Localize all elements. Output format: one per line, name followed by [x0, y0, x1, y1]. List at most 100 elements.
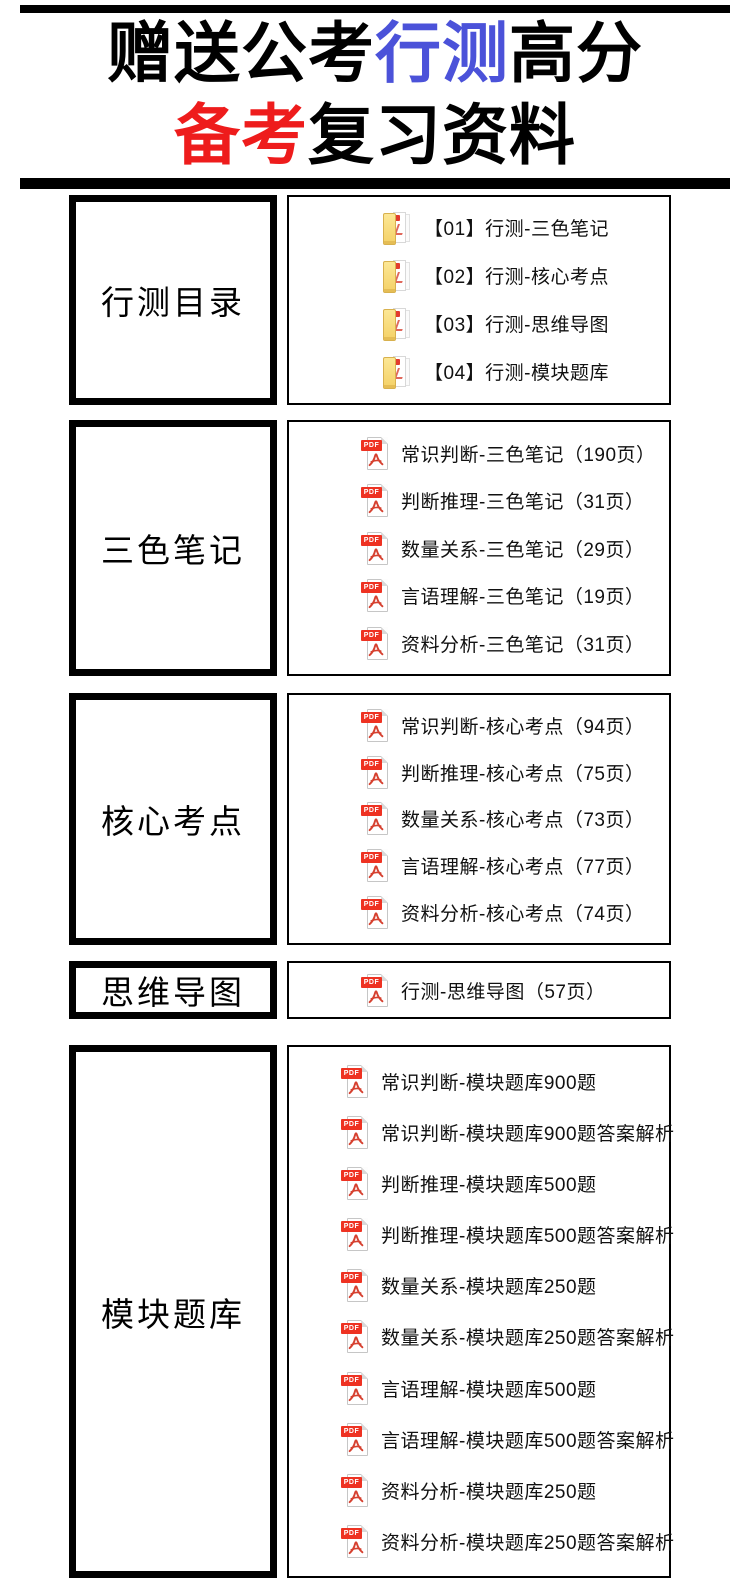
- pdf-badge: PDF: [341, 1374, 362, 1386]
- acrobat-glyph: [348, 1183, 364, 1197]
- acrobat-glyph: [348, 1387, 364, 1401]
- pdf-badge: PDF: [341, 1119, 362, 1131]
- pdf-file-icon: PDF: [361, 708, 388, 742]
- acrobat-glyph: [348, 1336, 364, 1350]
- file-item-label: 言语理解-核心考点（77页）: [401, 857, 645, 879]
- pdf-file-icon: PDF: [341, 1167, 368, 1201]
- pdf-badge: PDF: [361, 582, 382, 593]
- file-item-label: 判断推理-三色笔记（31页）: [401, 492, 645, 513]
- file-item: 【03】行测-思维导图: [289, 307, 669, 341]
- pdf-file-icon: PDF: [361, 802, 388, 836]
- file-item: PDF 判断推理-模块题库500题答案解析: [289, 1218, 674, 1252]
- pdf-file-icon: PDF: [361, 579, 388, 612]
- section-label: 核心考点: [101, 805, 245, 841]
- section-label: 三色笔记: [101, 534, 245, 570]
- file-item: PDF 判断推理-三色笔记（31页）: [289, 484, 669, 517]
- file-item-label: 资料分析-核心考点（74页）: [401, 904, 645, 926]
- pdf-badge: PDF: [361, 487, 382, 498]
- file-item-label: 资料分析-三色笔记（31页）: [401, 634, 645, 656]
- title-segment: 高分: [509, 16, 643, 90]
- pdf-file-icon: PDF: [361, 531, 388, 565]
- title-divider-bar: [20, 178, 730, 189]
- section-label: 行测目录: [101, 286, 245, 322]
- acrobat-glyph: [348, 1234, 364, 1248]
- section-label: 模块题库: [101, 1297, 245, 1334]
- file-item: PDF 言语理解-模块题库500题答案解析: [289, 1422, 674, 1456]
- pdf-badge: PDF: [341, 1170, 362, 1182]
- file-item: 【04】行测-模块题库: [289, 355, 669, 389]
- pdf-file-icon: PDF: [341, 1065, 368, 1099]
- section-items-panel: PDF 行测-思维导图（57页）: [287, 961, 671, 1019]
- pdf-badge: PDF: [361, 976, 382, 988]
- folder-icon: [381, 211, 411, 245]
- pdf-badge: PDF: [361, 852, 382, 864]
- pdf-file-icon: PDF: [341, 1473, 368, 1507]
- file-item-label: 判断推理-模块题库500题: [381, 1175, 597, 1197]
- acrobat-glyph: [368, 642, 384, 656]
- section-row: 三色笔记 PDF 常识判断-三色笔记（190页） PDF 判断推理-三色笔记（3…: [69, 420, 681, 676]
- file-item-label: 【01】行测-三色笔记: [424, 219, 609, 240]
- file-item: PDF 言语理解-三色笔记（19页）: [289, 579, 669, 612]
- pdf-badge: PDF: [341, 1221, 362, 1233]
- file-item-label: 判断推理-核心考点（75页）: [401, 763, 645, 785]
- section-label-box: 核心考点: [69, 693, 277, 945]
- acrobat-glyph: [348, 1541, 364, 1554]
- section-items-panel: PDF 常识判断-核心考点（94页） PDF 判断推理-核心考点（75页） PD…: [287, 693, 671, 945]
- acrobat-glyph: [368, 595, 384, 609]
- file-item-label: 常识判断-模块题库900题答案解析: [381, 1124, 675, 1146]
- pdf-file-icon: PDF: [361, 755, 388, 789]
- file-item: PDF 判断推理-核心考点（75页）: [289, 755, 669, 789]
- file-item: PDF 数量关系-核心考点（73页）: [289, 802, 669, 836]
- title-segment: 复习资料: [308, 98, 576, 172]
- section-label-box: 思维导图: [69, 961, 277, 1019]
- file-item-label: 数量关系-模块题库250题: [381, 1277, 597, 1299]
- acrobat-glyph: [368, 547, 384, 561]
- pdf-badge: PDF: [361, 899, 382, 911]
- pdf-badge: PDF: [361, 758, 382, 770]
- folder-icon: [381, 307, 411, 341]
- file-item: PDF 资料分析-三色笔记（31页）: [289, 626, 669, 660]
- file-item-label: 资料分析-模块题库250题答案解析: [381, 1532, 675, 1554]
- file-item-label: 数量关系-核心考点（73页）: [401, 810, 645, 832]
- section-row: 模块题库 PDF 常识判断-模块题库900题 PDF 常识判断-模块题库900题…: [69, 1045, 681, 1578]
- file-item-label: 数量关系-模块题库250题答案解析: [381, 1328, 675, 1350]
- pdf-badge: PDF: [361, 711, 382, 723]
- acrobat-glyph: [368, 500, 384, 514]
- folder-icon: [381, 355, 411, 389]
- file-item-label: 常识判断-核心考点（94页）: [401, 716, 645, 738]
- acrobat-glyph: [368, 912, 384, 926]
- folder-icon: [381, 259, 411, 293]
- section-items-panel: PDF 常识判断-三色笔记（190页） PDF 判断推理-三色笔记（31页） P…: [287, 420, 671, 676]
- acrobat-glyph: [348, 1081, 364, 1095]
- pdf-badge: PDF: [341, 1527, 362, 1539]
- file-item: PDF 常识判断-模块题库900题答案解析: [289, 1116, 674, 1150]
- top-bar: [20, 5, 730, 13]
- file-item-label: 【02】行测-核心考点: [424, 267, 609, 288]
- acrobat-glyph: [368, 818, 384, 832]
- sections: 行测目录 【01】行测-三色笔记 【02】行测-核心考点 【03】行测-思维导图: [69, 195, 681, 1578]
- file-item-label: 资料分析-模块题库250题: [381, 1481, 597, 1503]
- pdf-badge: PDF: [361, 629, 382, 641]
- file-item-label: 行测-思维导图（57页）: [401, 981, 606, 1003]
- file-item-label: 言语理解-模块题库500题答案解析: [381, 1430, 675, 1452]
- section-label-box: 三色笔记: [69, 420, 277, 676]
- pdf-badge: PDF: [341, 1476, 362, 1488]
- pdf-badge: PDF: [341, 1068, 362, 1080]
- section-label-box: 行测目录: [69, 195, 277, 405]
- file-item: PDF 常识判断-三色笔记（190页）: [289, 436, 669, 470]
- file-item-label: 判断推理-模块题库500题答案解析: [381, 1226, 675, 1248]
- pdf-file-icon: PDF: [361, 973, 388, 1007]
- pdf-file-icon: PDF: [341, 1320, 368, 1354]
- pdf-file-icon: PDF: [341, 1422, 368, 1456]
- file-item-label: 常识判断-模块题库900题: [381, 1073, 597, 1095]
- file-item: PDF 数量关系-三色笔记（29页）: [289, 531, 669, 565]
- section-label-box: 模块题库: [69, 1045, 277, 1578]
- acrobat-glyph: [368, 725, 384, 738]
- acrobat-glyph: [348, 1438, 364, 1452]
- pdf-file-icon: PDF: [341, 1524, 368, 1558]
- title-segment: 赠送公考: [107, 16, 375, 90]
- title-line-1: 赠送公考行测高分: [0, 12, 750, 94]
- file-item: 【02】行测-核心考点: [289, 259, 669, 293]
- title-segment: 行测: [375, 16, 509, 90]
- pdf-file-icon: PDF: [341, 1218, 368, 1252]
